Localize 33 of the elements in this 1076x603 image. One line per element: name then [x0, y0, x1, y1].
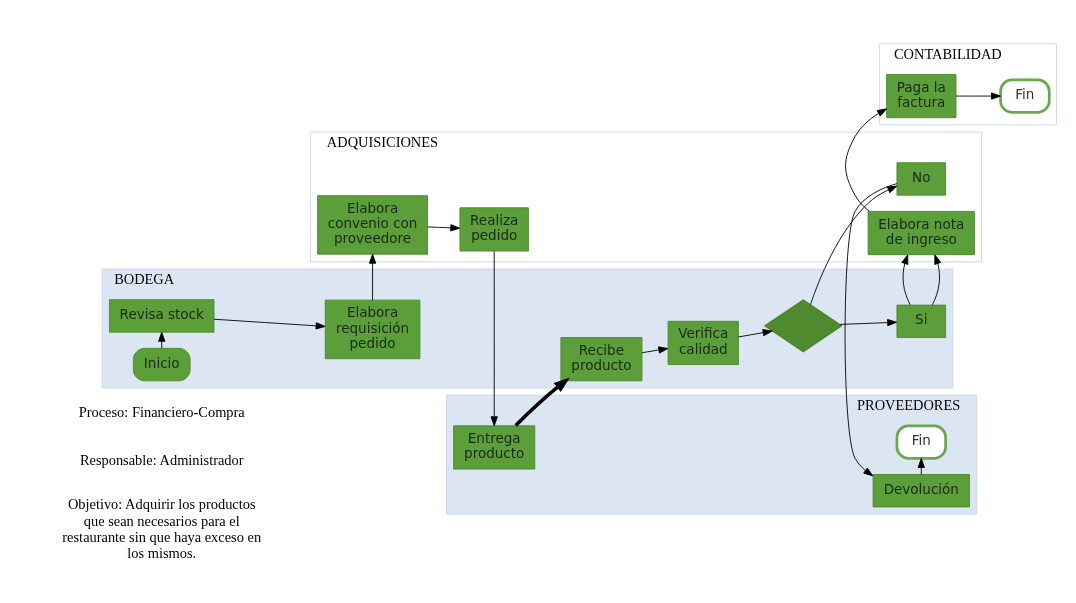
- arrow: [955, 92, 1001, 100]
- node-box: Inicio: [132, 347, 191, 382]
- node-box: Entrega producto: [453, 425, 536, 470]
- arrow: [514, 377, 570, 427]
- arrow: [845, 108, 887, 212]
- node-box: Realiza pedido: [459, 207, 529, 252]
- node-box: Recibe producto: [560, 337, 643, 382]
- arrow: [844, 183, 898, 477]
- node-box: Verifica calidad: [667, 320, 739, 365]
- node-box: No: [896, 162, 947, 196]
- arrow: [641, 346, 669, 354]
- arrow: [901, 254, 942, 306]
- arrow: [368, 253, 377, 301]
- arrow: [213, 318, 326, 330]
- node-box: Fin: [999, 78, 1051, 114]
- node-box: Devolución: [872, 474, 970, 508]
- node-box: Paga la factura: [886, 74, 957, 119]
- node-box: Si: [896, 304, 947, 338]
- node-box: Fin: [895, 424, 947, 460]
- arrow: [490, 250, 498, 427]
- label: Objetivo: Adquirir los productos que sean necesarios para el restaurante sin que haya exceso en los mismos.: [62, 496, 262, 562]
- node-box: Elabora nota de ingreso: [867, 210, 975, 256]
- label: Responsable: Administrador: [79, 452, 244, 469]
- node-box: Revisa stock: [109, 299, 215, 333]
- arrow: [810, 185, 898, 306]
- arrow: [158, 331, 166, 349]
- node-box: Elabora convenio con proveedore: [317, 195, 428, 255]
- label: Proceso: Financiero-Compra: [78, 403, 245, 420]
- arrow: [917, 458, 925, 475]
- arrow: [427, 224, 461, 232]
- arrow: [839, 319, 898, 327]
- node-box: Elabora requisición pedido: [324, 299, 421, 360]
- arrow: [738, 329, 773, 338]
